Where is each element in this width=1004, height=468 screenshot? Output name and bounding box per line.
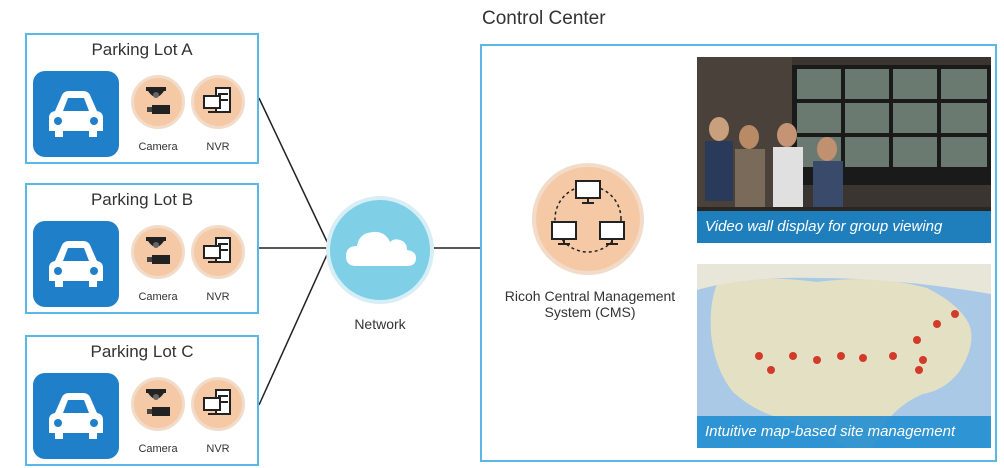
- nvr-label: NVR: [206, 141, 230, 153]
- nvr-label: NVR: [206, 443, 230, 455]
- cloud-icon: [346, 231, 416, 266]
- cms-node: [532, 163, 644, 275]
- map-screenshot: Intuitive map-based site management: [697, 264, 991, 448]
- security-camera-icon: [146, 87, 170, 114]
- car-icon: [33, 373, 119, 459]
- nvr-device: [191, 75, 245, 129]
- nvr-server-icon: [203, 87, 231, 113]
- security-camera-icon: [146, 389, 170, 416]
- camera-device: [131, 75, 185, 129]
- nvr-server-icon: [203, 389, 231, 415]
- parking-lot-title: Parking Lot C: [90, 342, 194, 361]
- network-node: [326, 196, 434, 304]
- map-caption: Intuitive map-based site management: [697, 416, 991, 448]
- parking-lot-title: Parking Lot B: [90, 190, 194, 209]
- car-icon: [33, 221, 119, 307]
- cms-label: Ricoh Central Management System (CMS): [504, 288, 676, 320]
- control-center-title: Control Center: [482, 8, 606, 29]
- monitor-network-icon: [551, 180, 625, 253]
- nvr-server-icon: [203, 237, 231, 263]
- nvr-device: [191, 377, 245, 431]
- nvr-label: NVR: [206, 291, 230, 303]
- nvr-device: [191, 225, 245, 279]
- security-camera-icon: [146, 237, 170, 264]
- video-wall-photo: Video wall display for group viewing: [697, 57, 991, 243]
- parking-lot-b: Parking Lot B Camera NVR: [25, 183, 259, 314]
- parking-lot-c: Parking Lot C Camera NVR: [25, 335, 259, 466]
- camera-device: [131, 377, 185, 431]
- car-icon: [33, 71, 119, 157]
- video-wall-caption: Video wall display for group viewing: [697, 211, 991, 243]
- network-label: Network: [354, 316, 406, 332]
- parking-lot-a: Parking Lot A Camera NVR: [25, 33, 259, 164]
- control-center-panel: [480, 44, 997, 462]
- camera-label: Camera: [138, 291, 178, 303]
- camera-device: [131, 225, 185, 279]
- camera-label: Camera: [138, 443, 178, 455]
- parking-lot-title: Parking Lot A: [91, 40, 193, 59]
- camera-label: Camera: [138, 141, 178, 153]
